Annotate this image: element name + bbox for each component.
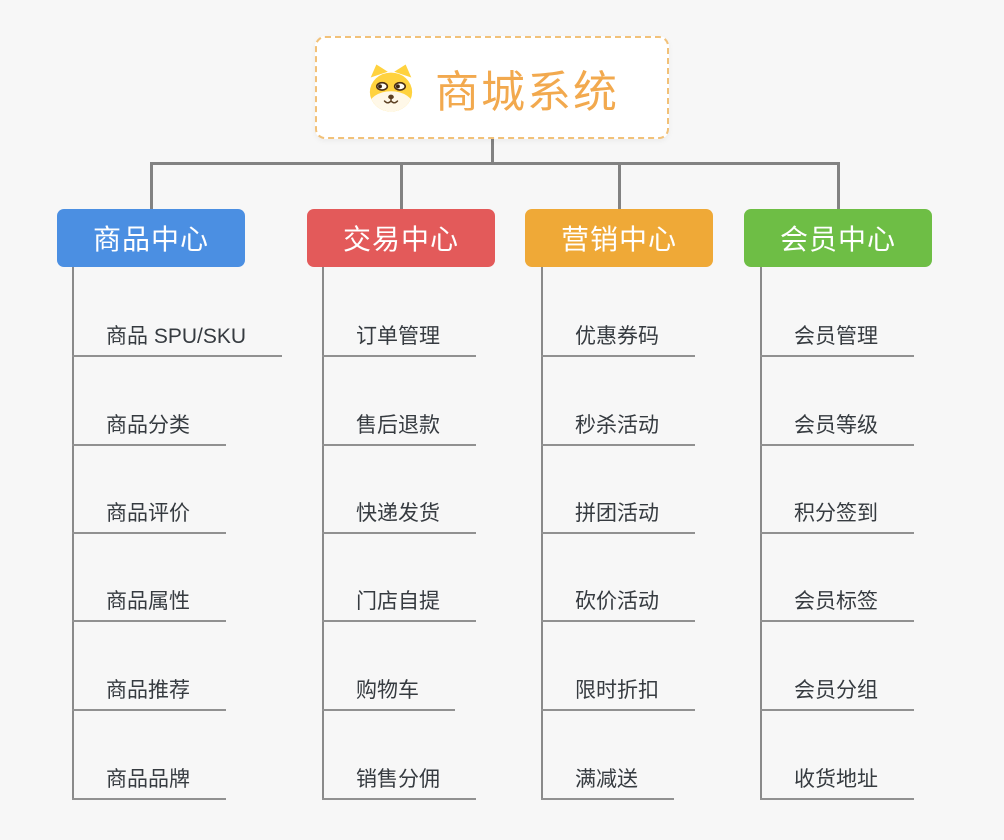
connector-branch-drop-2 xyxy=(399,162,403,209)
branch-label: 商品中心 xyxy=(92,224,209,255)
leaf-node-coupon-code[interactable]: 优惠券码 xyxy=(541,320,695,357)
leaf-node-flash-sale[interactable]: 秒杀活动 xyxy=(541,409,695,446)
leaf-node-order-management[interactable]: 订单管理 xyxy=(322,320,476,357)
connector-trunk-horizontal xyxy=(149,162,840,165)
branch-node-marketing-center[interactable]: 营销中心 xyxy=(525,209,713,267)
leaf-node-bargain-activity[interactable]: 砍价活动 xyxy=(541,585,695,622)
leaf-node-store-pickup[interactable]: 门店自提 xyxy=(322,585,476,622)
leaf-node-points-checkin[interactable]: 积分签到 xyxy=(760,497,914,534)
branch-label: 营销中心 xyxy=(560,224,677,255)
leaf-node-full-reduction[interactable]: 满减送 xyxy=(541,763,674,800)
leaf-node-member-group[interactable]: 会员分组 xyxy=(760,674,914,711)
leaf-node-group-buy[interactable]: 拼团活动 xyxy=(541,497,695,534)
leaf-node-member-tag[interactable]: 会员标签 xyxy=(760,585,914,622)
connector-branch-drop-3 xyxy=(617,162,621,209)
branch-node-trade-center[interactable]: 交易中心 xyxy=(307,209,495,267)
branch-node-member-center[interactable]: 会员中心 xyxy=(744,209,932,267)
connector-root-vertical xyxy=(491,138,494,164)
leaf-node-shipping-address[interactable]: 收货地址 xyxy=(760,763,914,800)
leaf-node-sales-commission[interactable]: 销售分佣 xyxy=(322,763,476,800)
branch-label: 交易中心 xyxy=(342,224,459,255)
leaf-node-after-sale-refund[interactable]: 售后退款 xyxy=(322,409,476,446)
root-node[interactable]: 商城系统 xyxy=(315,36,669,139)
branch-label: 会员中心 xyxy=(779,224,896,255)
leaf-node-product-category[interactable]: 商品分类 xyxy=(72,409,226,446)
leaf-node-product-attribute[interactable]: 商品属性 xyxy=(72,585,226,622)
connector-branch-drop-4 xyxy=(836,162,840,209)
leaf-node-member-level[interactable]: 会员等级 xyxy=(760,409,914,446)
connector-branch-drop-1 xyxy=(149,162,153,209)
leaf-node-product-review[interactable]: 商品评价 xyxy=(72,497,226,534)
leaf-node-product-brand[interactable]: 商品品牌 xyxy=(72,763,226,800)
leaf-node-limited-time-discount[interactable]: 限时折扣 xyxy=(541,674,695,711)
leaf-node-shopping-cart[interactable]: 购物车 xyxy=(322,674,455,711)
leaf-node-express-delivery[interactable]: 快递发货 xyxy=(322,497,476,534)
leaf-node-member-management[interactable]: 会员管理 xyxy=(760,320,914,357)
leaf-node-product-recommend[interactable]: 商品推荐 xyxy=(72,674,226,711)
dog-face-icon xyxy=(369,63,413,112)
root-node-title: 商城系统 xyxy=(435,67,619,117)
leaf-node-product-spu-sku[interactable]: 商品 SPU/SKU xyxy=(72,320,283,357)
branch-node-product-center[interactable]: 商品中心 xyxy=(57,209,245,267)
